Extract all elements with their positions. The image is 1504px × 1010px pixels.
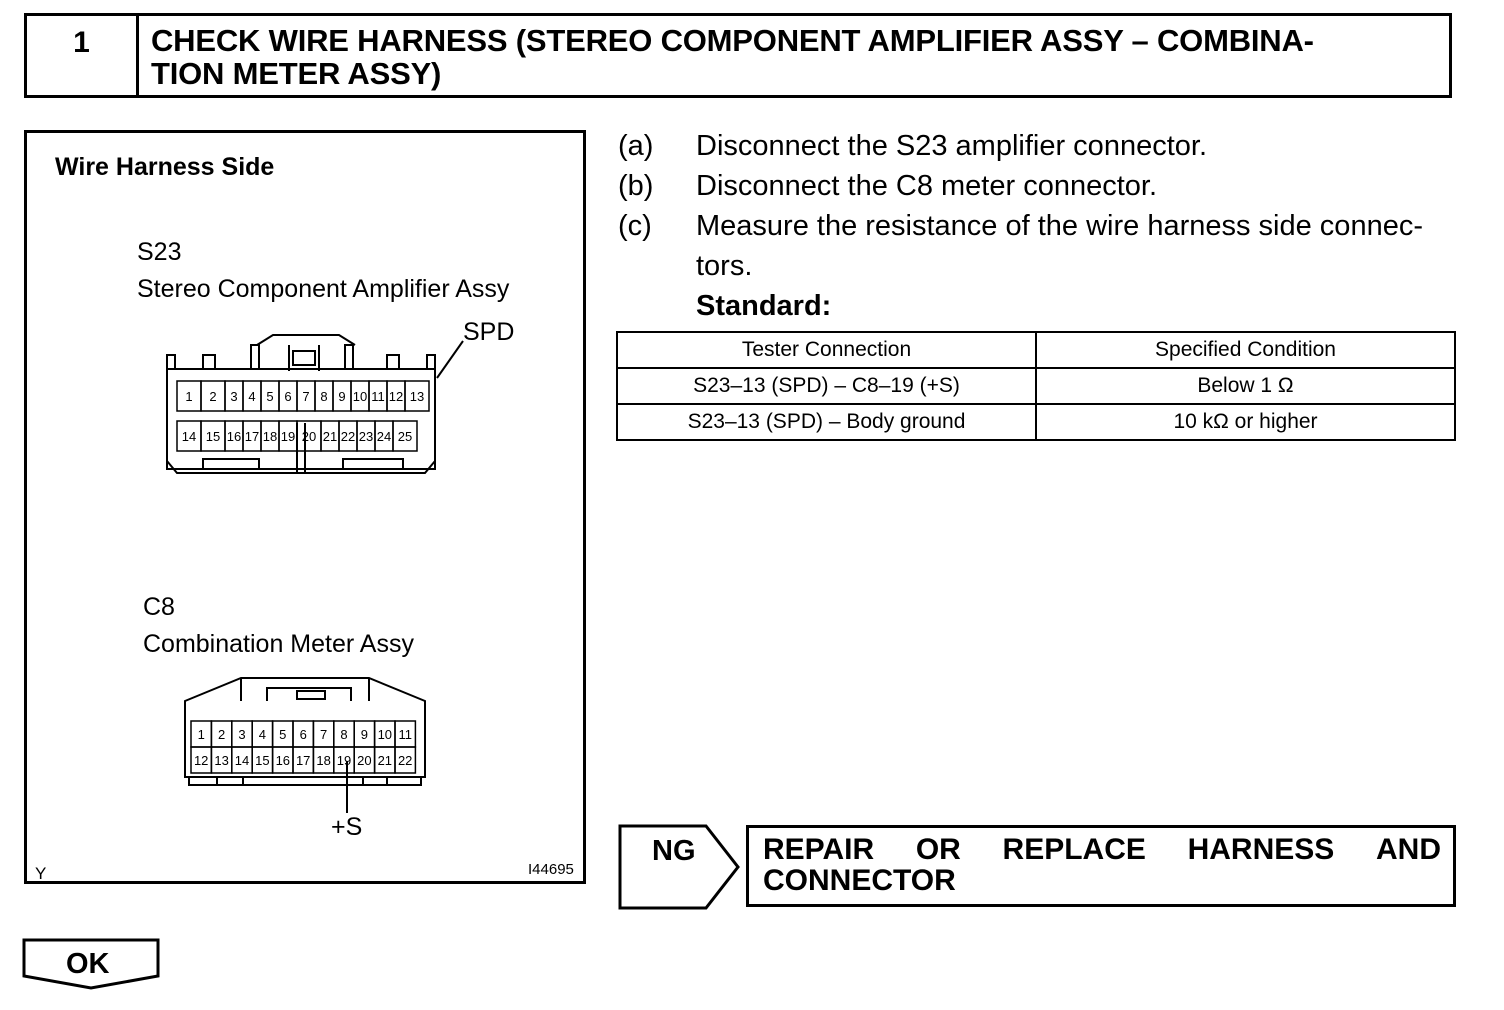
instruction-a: (a) Disconnect the S23 amplifier connect… xyxy=(618,130,1207,162)
terminal-number: 1 xyxy=(185,389,192,404)
terminal-number: 22 xyxy=(398,753,412,768)
c8-name: Combination Meter Assy xyxy=(143,630,414,658)
s23-code: S23 xyxy=(137,238,181,266)
terminal-number: 16 xyxy=(276,753,290,768)
ng-action-box: REPAIR OR REPLACE HARNESS AND CONNECTOR xyxy=(746,825,1456,907)
plus-s-label: +S xyxy=(331,813,362,841)
terminal-number: 13 xyxy=(410,389,424,404)
header-specified-condition: Specified Condition xyxy=(1035,331,1456,369)
terminal-number: 9 xyxy=(361,727,368,742)
terminal-number: 12 xyxy=(389,389,403,404)
step-header: 1 CHECK WIRE HARNESS (STEREO COMPONENT A… xyxy=(24,13,1452,98)
terminal-cell xyxy=(392,420,418,452)
terminal-number: 15 xyxy=(255,753,269,768)
terminal-number: 8 xyxy=(340,727,347,742)
terminal-number: 20 xyxy=(357,753,371,768)
terminal-number: 19 xyxy=(337,753,351,768)
terminal-number: 17 xyxy=(296,753,310,768)
ng-arrow: NG xyxy=(618,824,740,910)
connector-diagram: Wire Harness Side S23 Stereo Component A… xyxy=(35,153,574,881)
terminal-number: 20 xyxy=(302,429,316,444)
connector-illustration: Wire Harness Side S23 Stereo Component A… xyxy=(24,130,586,884)
header-tester-connection: Tester Connection xyxy=(616,331,1037,369)
terminal-number: 7 xyxy=(302,389,309,404)
ng-action-line1: REPAIR OR REPLACE HARNESS AND xyxy=(763,833,1441,866)
ok-arrow: OK xyxy=(22,938,160,990)
terminal-number: 5 xyxy=(279,727,286,742)
terminal-number: 11 xyxy=(371,389,385,404)
terminal-number: 9 xyxy=(338,389,345,404)
terminal-number: 17 xyxy=(245,429,259,444)
terminal-number: 10 xyxy=(378,727,392,742)
terminal-number: 2 xyxy=(218,727,225,742)
terminal-number: 24 xyxy=(377,429,391,444)
instruction-c: (c) Measure the resistance of the wire h… xyxy=(618,210,1423,282)
spd-label: SPD xyxy=(463,318,514,346)
illustration-heading: Wire Harness Side xyxy=(55,153,274,181)
instructions: (a) Disconnect the S23 amplifier connect… xyxy=(618,126,1468,326)
table-cell: Below 1 Ω xyxy=(1035,367,1456,405)
ok-label: OK xyxy=(66,948,110,980)
instruction-b: (b) Disconnect the C8 meter connector. xyxy=(618,170,1158,202)
terminal-number: 10 xyxy=(353,389,367,404)
terminal-number: 8 xyxy=(320,389,327,404)
ng-label: NG xyxy=(652,835,696,867)
table-cell: S23–13 (SPD) – C8–19 (+S) xyxy=(616,367,1037,405)
terminal-number: 21 xyxy=(323,429,337,444)
step-title: CHECK WIRE HARNESS (STEREO COMPONENT AMP… xyxy=(139,16,1449,95)
terminal-number: 19 xyxy=(281,429,295,444)
terminal-number: 3 xyxy=(230,389,237,404)
table-row: S23–13 (SPD) – Body ground 10 kΩ or high… xyxy=(616,403,1456,441)
spec-table: Tester Connection Specified Condition S2… xyxy=(616,331,1456,441)
terminal-number: 18 xyxy=(263,429,277,444)
terminal-number: 14 xyxy=(182,429,196,444)
s23-connector xyxy=(166,334,464,474)
terminal-number: 6 xyxy=(284,389,291,404)
step-title-line1: CHECK WIRE HARNESS (STEREO COMPONENT AMP… xyxy=(151,23,1314,58)
terminal-cell xyxy=(394,746,417,774)
corner-mark: Y xyxy=(35,864,46,881)
terminal-number: 11 xyxy=(398,727,412,742)
terminal-number: 6 xyxy=(300,727,307,742)
terminal-number: 14 xyxy=(235,753,249,768)
s23-name: Stereo Component Amplifier Assy xyxy=(137,275,510,303)
terminal-cell xyxy=(404,380,430,412)
terminal-number: 18 xyxy=(316,753,330,768)
table-cell: S23–13 (SPD) – Body ground xyxy=(616,403,1037,441)
terminal-number: 15 xyxy=(206,429,220,444)
step-number: 1 xyxy=(27,16,139,95)
terminal-number: 16 xyxy=(227,429,241,444)
terminal-number: 3 xyxy=(238,727,245,742)
table-cell: 10 kΩ or higher xyxy=(1035,403,1456,441)
table-row: S23–13 (SPD) – C8–19 (+S) Below 1 Ω xyxy=(616,367,1456,405)
figure-id: I44695 xyxy=(528,861,574,878)
terminal-number: 5 xyxy=(266,389,273,404)
terminal-number: 2 xyxy=(209,389,216,404)
terminal-number: 13 xyxy=(214,753,228,768)
terminal-number: 25 xyxy=(398,429,412,444)
terminal-number: 4 xyxy=(259,727,266,742)
step-title-line2: TION METER ASSY) xyxy=(151,56,442,91)
table-header-row: Tester Connection Specified Condition xyxy=(616,331,1456,369)
terminal-number: 4 xyxy=(248,389,255,404)
standard-label: Standard: xyxy=(696,290,832,322)
terminal-number: 1 xyxy=(198,727,205,742)
c8-code: C8 xyxy=(143,593,175,621)
terminal-number: 23 xyxy=(359,429,373,444)
terminal-number: 22 xyxy=(341,429,355,444)
ng-action-line2: CONNECTOR xyxy=(763,864,956,897)
terminal-number: 12 xyxy=(194,753,208,768)
c8-connector xyxy=(184,677,426,813)
terminal-number: 21 xyxy=(378,753,392,768)
terminal-number: 7 xyxy=(320,727,327,742)
